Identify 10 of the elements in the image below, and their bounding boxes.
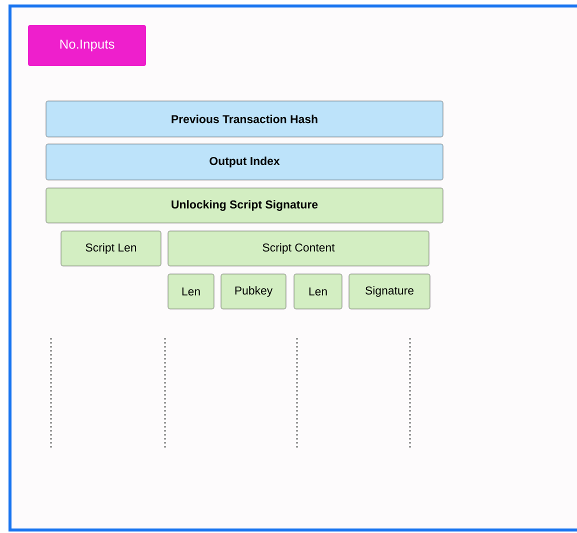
field-box: Output Index (46, 144, 444, 180)
field-box: Signature (348, 274, 430, 310)
field-box: Previous Transaction Hash (46, 100, 444, 138)
count-box: No.Inputs (28, 25, 146, 66)
field-box: Unlocking Script Signature (46, 188, 444, 224)
field-box: Len (168, 274, 214, 310)
field-box: Script Content (168, 230, 430, 266)
field-box: Len (294, 274, 342, 310)
field-box: Pubkey (220, 274, 286, 310)
field-box: Script Len (60, 230, 162, 266)
